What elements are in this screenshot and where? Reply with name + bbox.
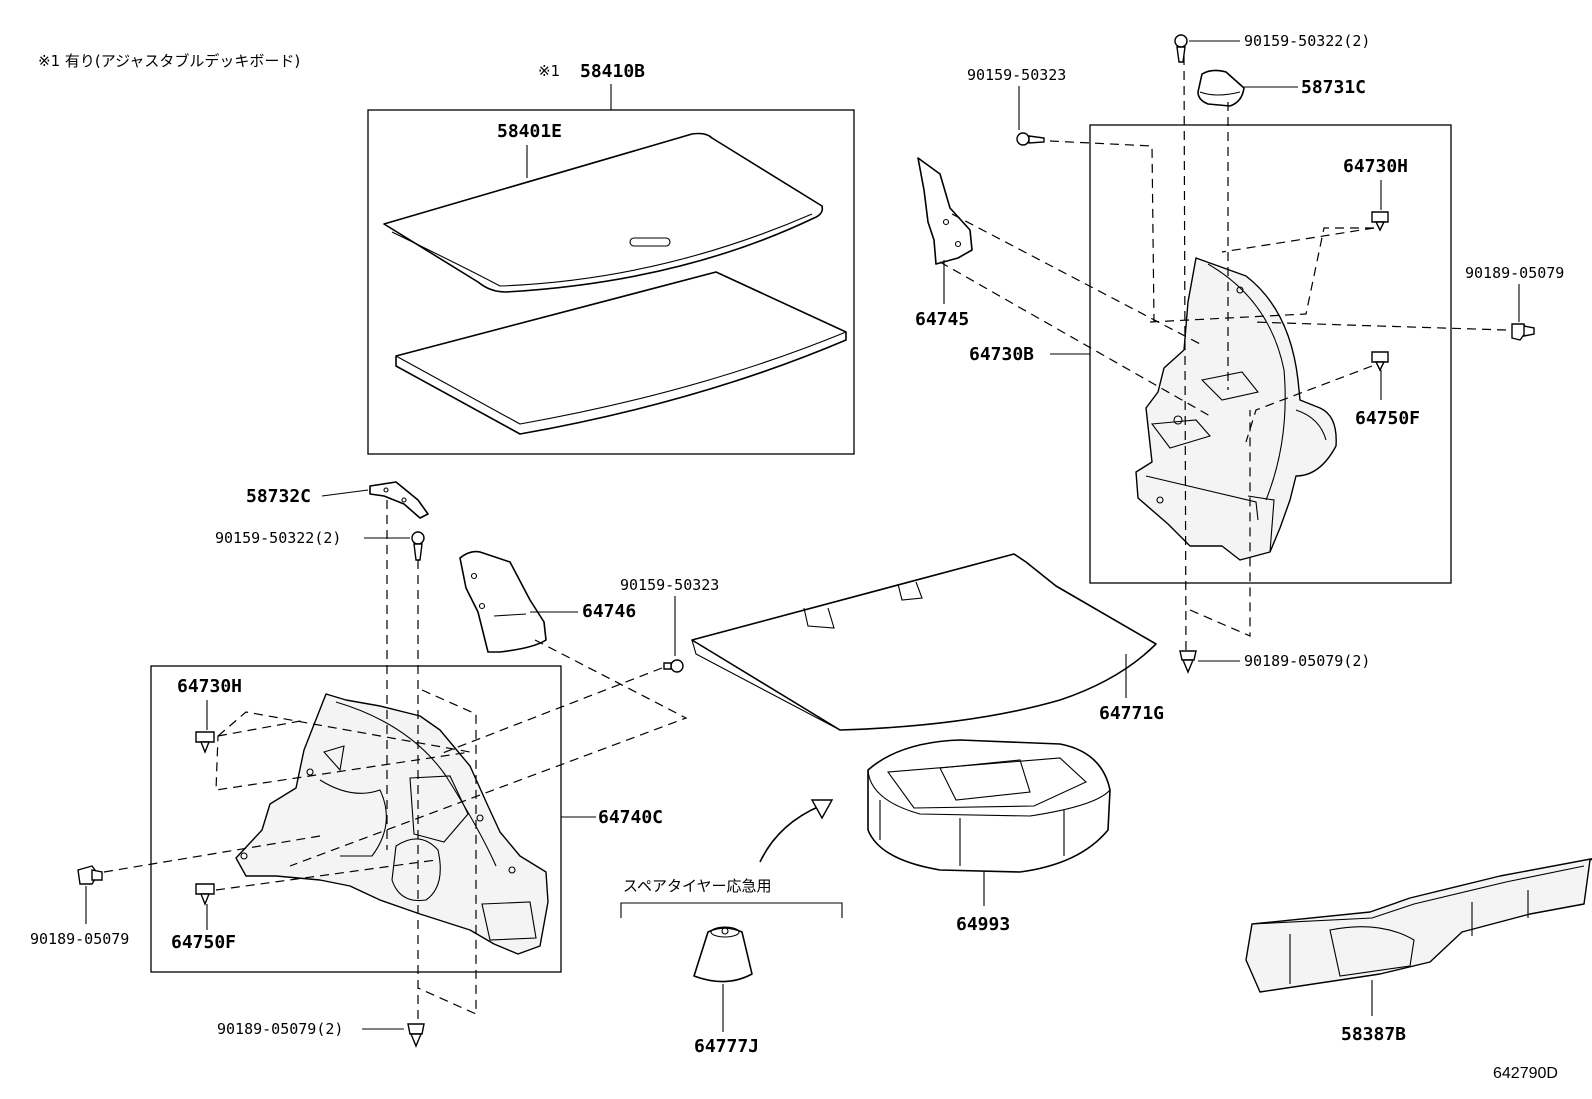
label-64777J[interactable]: 64777J	[694, 1036, 759, 1057]
screw-90159-50323-mid[interactable]	[663, 659, 684, 673]
label-58732C[interactable]: 58732C	[246, 486, 311, 507]
label-58410B[interactable]: 58410B	[580, 61, 645, 82]
label-90189-05079-left[interactable]: 90189-05079	[30, 930, 129, 948]
spare-tire-bracket	[620, 902, 843, 918]
label-90189-05079-2-bottom[interactable]: 90189-05079(2)	[217, 1020, 343, 1038]
label-58387B[interactable]: 58387B	[1341, 1024, 1406, 1045]
label-64740C[interactable]: 64740C	[598, 807, 663, 828]
left-trim-assembly-box	[150, 665, 562, 973]
kit-mark: ※1	[538, 62, 560, 80]
cover-58731C-part[interactable]	[1197, 69, 1245, 107]
quarter-trim-right-part[interactable]	[1135, 257, 1337, 561]
bracket-58732C-part[interactable]	[369, 481, 429, 519]
luggage-mat-64771G-part[interactable]	[691, 553, 1157, 731]
right-assembly-dashed-guides	[939, 55, 1507, 657]
screw-90159-50323-top[interactable]	[1016, 132, 1045, 146]
label-90159-50322-left[interactable]: 90159-50322(2)	[215, 529, 341, 547]
spare-tire-tray-64993-part[interactable]	[867, 739, 1111, 873]
clip-64750F-right[interactable]	[1371, 351, 1389, 372]
clip-90189-05079-right[interactable]	[1511, 323, 1535, 341]
rear-trim-panel-58387B-part[interactable]	[1245, 858, 1592, 993]
label-58731C[interactable]: 58731C	[1301, 77, 1366, 98]
label-64771G[interactable]: 64771G	[1099, 703, 1164, 724]
header-note: ※1 有り(アジャスタブルデッキボード)	[38, 52, 300, 70]
label-58401E[interactable]: 58401E	[497, 121, 562, 142]
clip-64730H-right[interactable]	[1371, 211, 1389, 232]
clip-90159-50322-left[interactable]	[411, 531, 425, 561]
label-90189-05079-2-mid[interactable]: 90189-05079(2)	[1244, 652, 1370, 670]
label-64993[interactable]: 64993	[956, 914, 1010, 935]
deck-board-kit-box	[367, 109, 855, 455]
label-64730B[interactable]: 64730B	[969, 344, 1034, 365]
label-90189-05079-right[interactable]: 90189-05079	[1465, 264, 1564, 282]
spacer-64777J-part[interactable]	[693, 926, 753, 983]
panel-64746-part[interactable]	[459, 550, 547, 653]
label-64746[interactable]: 64746	[582, 601, 636, 622]
leader-58732C	[321, 489, 369, 497]
clip-90189-05079-2-bottom[interactable]	[407, 1023, 425, 1048]
install-direction-arrow	[759, 799, 834, 863]
left-assembly-dashed-guides	[103, 500, 688, 1020]
label-64750F-left[interactable]: 64750F	[171, 932, 236, 953]
clip-90189-05079-left[interactable]	[77, 865, 103, 885]
label-64745[interactable]: 64745	[915, 309, 969, 330]
label-64750F-right[interactable]: 64750F	[1355, 408, 1420, 429]
clip-90189-05079-2-mid[interactable]	[1179, 650, 1197, 674]
clip-64730H-left[interactable]	[195, 731, 215, 754]
quarter-trim-left-part[interactable]	[235, 693, 549, 955]
label-90159-50323-mid[interactable]: 90159-50323	[620, 576, 719, 594]
bracket-64745-part[interactable]	[917, 157, 973, 265]
clip-90159-50322-top[interactable]	[1174, 34, 1188, 63]
deck-board-lower-part[interactable]	[395, 271, 847, 435]
label-90159-50323-top[interactable]: 90159-50323	[967, 66, 1066, 84]
label-64730H-right[interactable]: 64730H	[1343, 156, 1408, 177]
drawing-code: 642790D	[1493, 1065, 1558, 1082]
spare-tire-note: スペアタイヤー応急用	[623, 877, 772, 895]
label-64730H-left[interactable]: 64730H	[177, 676, 242, 697]
clip-64750F-left[interactable]	[195, 883, 215, 906]
label-90159-50322-top[interactable]: 90159-50322(2)	[1244, 32, 1370, 50]
deck-board-upper-part[interactable]	[383, 132, 824, 293]
